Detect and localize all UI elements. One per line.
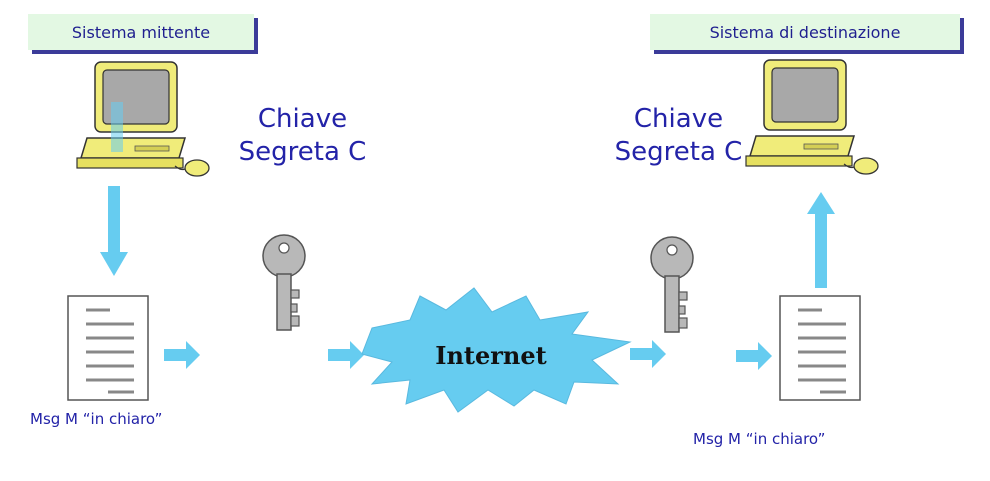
sender-message-label: Msg M “in chiaro” xyxy=(30,410,163,428)
sender-key-label-line2: Segreta C xyxy=(238,137,367,167)
sender-system-label: Sistema mittente xyxy=(28,14,254,50)
receiver-key-icon xyxy=(650,236,694,333)
internet-label: Internet xyxy=(435,341,546,370)
receiver-system-label: Sistema di destinazione xyxy=(650,14,960,50)
sender-computer-icon xyxy=(76,61,210,177)
receiver-message-label: Msg M “in chiaro” xyxy=(693,430,826,448)
sender-down-arrow-icon xyxy=(100,186,128,276)
sender-arrow-icon xyxy=(164,341,200,369)
sender-key-icon xyxy=(262,234,306,331)
receiver-key-label-line1: Chiave xyxy=(633,104,724,134)
sender-key-label: Chiave Segreta C xyxy=(230,103,375,169)
receiver-up-arrow-icon xyxy=(807,192,835,288)
sender-system-label-text: Sistema mittente xyxy=(71,22,211,42)
receiver-computer-icon xyxy=(745,59,879,175)
internet-cloud-icon xyxy=(361,287,632,413)
sender-document-icon xyxy=(66,294,150,402)
receiver-document-icon xyxy=(778,294,862,402)
receiver-key-label: Chiave Segreta C xyxy=(606,103,751,169)
receiver-system-label-text: Sistema di destinazione xyxy=(709,22,901,42)
receiver-key-label-line2: Segreta C xyxy=(614,137,743,167)
receiver-arrow-icon xyxy=(736,342,772,370)
arrow-to-internet-icon xyxy=(328,341,364,369)
internet-to-key-arrow-icon xyxy=(630,340,666,368)
sender-key-label-line1: Chiave xyxy=(257,104,348,134)
